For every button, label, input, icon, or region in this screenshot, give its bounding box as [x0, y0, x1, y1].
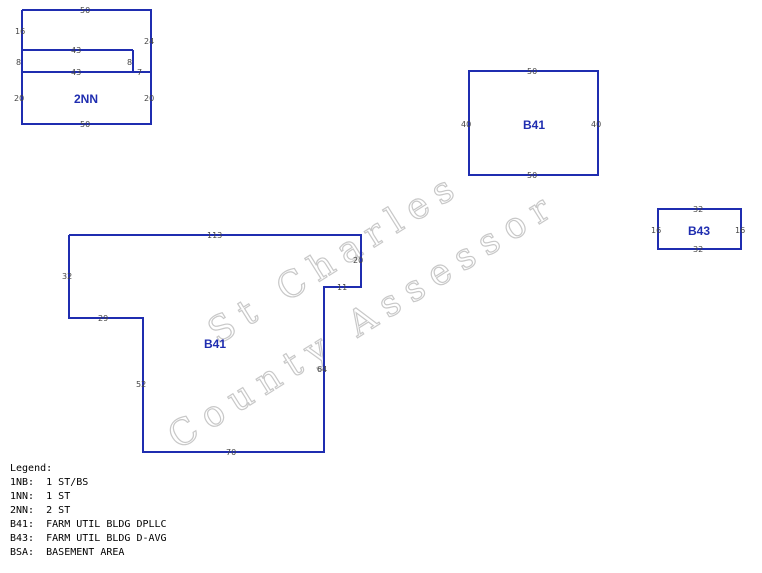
shape-2nn-dims: 50 16 24 43 8 8 43 7 20 20 50 2NN	[14, 6, 154, 129]
dim-label: 29	[98, 314, 108, 323]
legend-entry: BSA: BASEMENT AREA	[10, 546, 167, 560]
dim-label: 20	[144, 94, 154, 103]
legend-entry: B41: FARM UTIL BLDG DPLLC	[10, 518, 167, 532]
shape-b41-upper-outline	[468, 70, 599, 176]
shape-b43-outline	[657, 208, 742, 250]
dim-label: 40	[461, 120, 471, 129]
dim-label: 20	[353, 256, 363, 265]
legend-desc: FARM UTIL BLDG DPLLC	[46, 519, 167, 530]
shape-b43-dims: 32 16 16 32 B43	[651, 205, 745, 254]
legend-code: 2NN:	[10, 505, 35, 516]
dim-label: 32	[693, 245, 703, 254]
legend-code: 1NN:	[10, 491, 35, 502]
dim-label: 8	[127, 58, 132, 67]
dim-label: 50	[80, 120, 90, 129]
legend-desc: 1 ST/BS	[46, 477, 89, 488]
area-label-2nn: 2NN	[74, 92, 98, 106]
shape-2nn	[21, 9, 152, 125]
legend-entry: 1NN: 1 ST	[10, 490, 167, 504]
legend-code: 1NB:	[10, 477, 35, 488]
shape-b41-lower-outline	[68, 234, 362, 453]
legend-desc: BASEMENT AREA	[46, 547, 125, 558]
dim-label: 50	[527, 171, 537, 180]
dim-label: 16	[15, 27, 25, 36]
legend-code: BSA:	[10, 547, 35, 558]
legend-code: B43:	[10, 533, 35, 544]
legend-desc: 2 ST	[46, 505, 71, 516]
legend: Legend: 1NB: 1 ST/BS 1NN: 1 ST 2NN: 2 ST…	[10, 462, 167, 560]
area-label-b41-upper: B41	[523, 118, 545, 132]
legend-entry: B43: FARM UTIL BLDG D-AVG	[10, 532, 167, 546]
dim-label: 43	[71, 46, 81, 55]
dim-label: 40	[591, 120, 601, 129]
dim-label: 70	[226, 448, 236, 457]
dim-label: 50	[527, 67, 537, 76]
dim-label: 20	[14, 94, 24, 103]
dim-label: 113	[207, 231, 222, 240]
dim-label: 50	[80, 6, 90, 15]
legend-desc: FARM UTIL BLDG D-AVG	[46, 533, 167, 544]
dim-label: 32	[693, 205, 703, 214]
shape-b41-lower-dims: 113 32 20 11 29 52 64 70 B41	[62, 231, 363, 457]
dim-label: 52	[136, 380, 146, 389]
dim-label: 11	[337, 283, 347, 292]
legend-entry: 1NB: 1 ST/BS	[10, 476, 167, 490]
area-label-b43: B43	[688, 224, 710, 238]
shape-2nn-outline	[21, 9, 152, 125]
dim-label: 7	[137, 68, 142, 77]
shape-b41-upper-dims: 50 40 40 50 B41	[461, 67, 601, 180]
legend-entry: 2NN: 2 ST	[10, 504, 167, 518]
dim-label: 64	[317, 365, 327, 374]
dim-label: 32	[62, 272, 72, 281]
dim-label: 16	[651, 226, 661, 235]
watermark: St Charles County Assessor	[160, 163, 566, 458]
area-label-b41-lower: B41	[204, 337, 226, 351]
legend-code: B41:	[10, 519, 35, 530]
dim-label: 43	[71, 68, 81, 77]
legend-title: Legend:	[10, 463, 53, 474]
dim-label: 16	[735, 226, 745, 235]
legend-desc: 1 ST	[46, 491, 71, 502]
dim-label: 8	[16, 58, 21, 67]
dim-label: 24	[144, 37, 154, 46]
